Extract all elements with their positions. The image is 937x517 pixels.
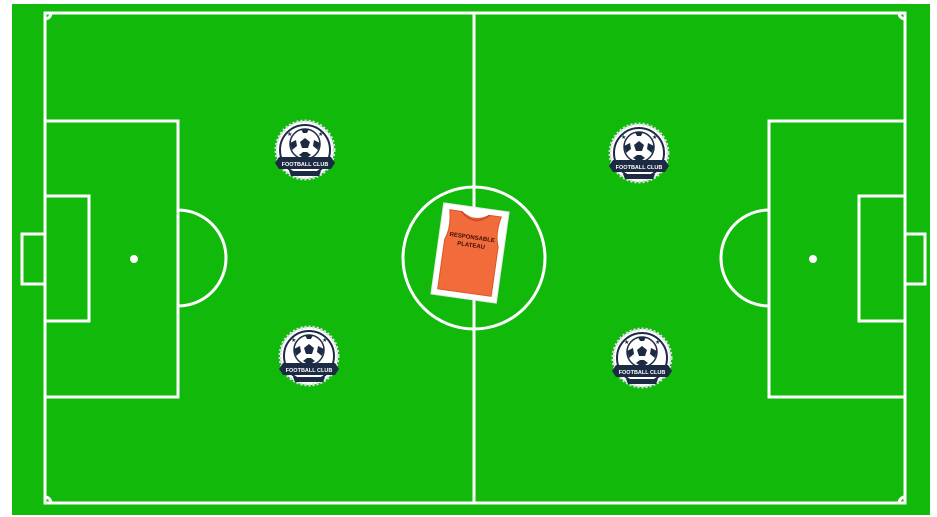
badge-label: FOOTBALL CLUB [616,165,663,171]
right-penalty-spot [809,255,817,263]
badge-label: FOOTBALL CLUB [286,368,333,374]
badge-label: FOOTBALL CLUB [619,370,666,376]
responsable-plateau-bib: RESPONSABLE PLATEAU [431,203,509,303]
left-penalty-spot [130,255,138,263]
badge-label: FOOTBALL CLUB [282,162,329,168]
